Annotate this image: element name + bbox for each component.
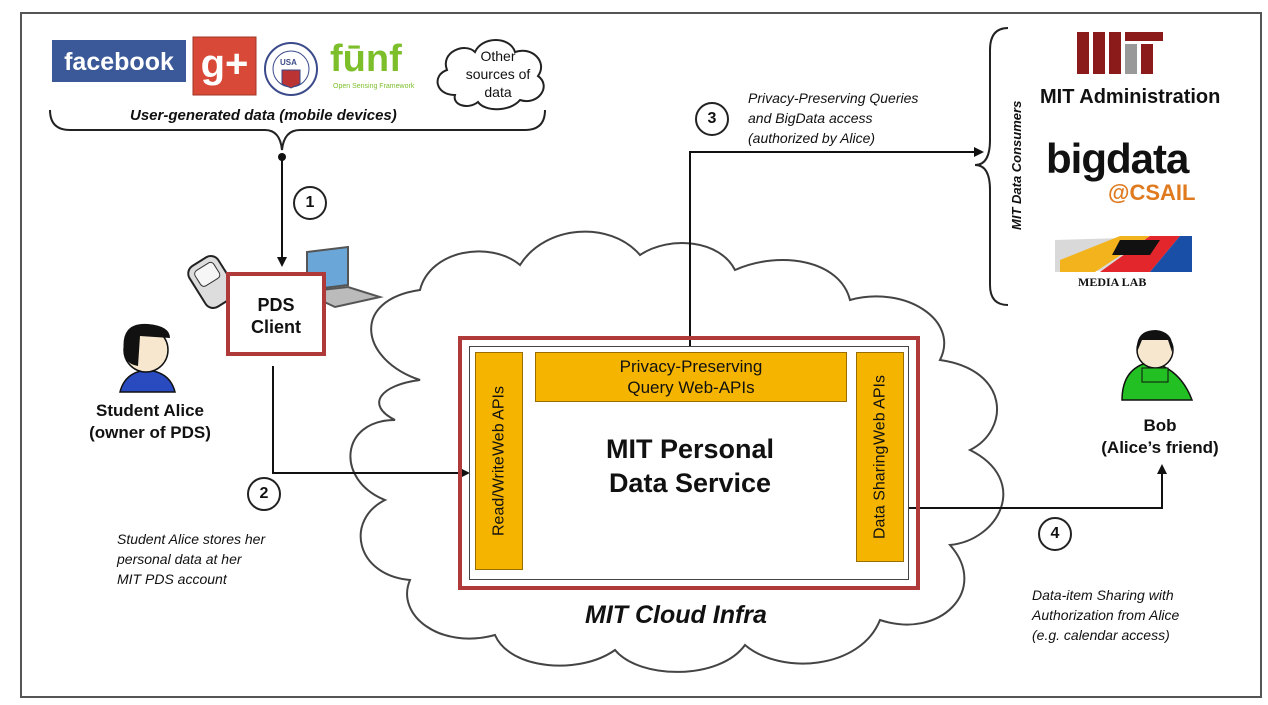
sharing-note-line3: (e.g. calendar access) [1032,627,1170,643]
ssa-logo: USA [280,58,297,67]
mit-logo-graphic [1077,32,1163,74]
funf-subtitle: Open Sensing Framework [333,83,415,90]
share-api-line2: Web APIs [871,375,889,446]
alice-line1: Student Alice [96,401,204,420]
alice-label: Student Alice (owner of PDS) [70,400,230,444]
pds-client-line1: PDS [257,295,295,315]
query-api-line2: Query Web-APIs [627,378,755,397]
query-note: Privacy-Preserving Queries and BigData a… [748,88,918,148]
other-sources-line2: sources of [465,66,531,82]
cloud-label: MIT Cloud Infra [585,601,767,629]
pds-system-box [458,336,920,590]
gplus-logo: g+ [200,42,249,86]
share-api-bar [856,352,904,562]
alice-note-line1: Student Alice stores her [117,531,266,547]
alice-note: Student Alice stores her personal data a… [117,529,265,589]
sharing-note-line2: Authorization from Alice [1032,607,1180,623]
alice-note-line3: MIT PDS account [117,571,227,587]
share-api-label: Data Sharing Web APIs [856,352,904,562]
bob-label: Bob (Alice’s friend) [1075,415,1245,459]
bigdata-logo: bigdata [1046,135,1189,182]
rw-api-label: Read/Write Web APIs [475,352,523,570]
media-lab-label: MEDIA LAB [1078,275,1147,289]
consumers-bracket-label: MIT Data Consumers [1009,100,1024,230]
alice-note-line2: personal data at her [117,551,242,567]
rw-api-line2: Web APIs [490,386,508,457]
query-api-bar [535,352,847,402]
bob-line1: Bob [1143,416,1177,435]
funf-logo: fūnf [330,38,402,80]
service-title-line2: Data Service [608,468,772,498]
pds-client-line2: Client [250,317,301,337]
rw-api-line1: Read/Write [490,456,508,536]
step-4-circle: 4 [1038,517,1072,551]
alice-line2: (owner of PDS) [89,423,211,442]
other-sources-label: Other sources of data [458,47,538,101]
other-sources-line3: data [484,84,512,100]
pds-client-box [226,272,326,356]
query-api-label: Privacy-Preserving Query Web-APIs [535,356,847,398]
mit-admin-label: MIT Administration [1040,86,1221,108]
bob-figure [1121,330,1194,401]
query-note-line3: (authorized by Alice) [748,130,876,146]
alice-figure [119,323,176,393]
sharing-note: Data-item Sharing with Authorization fro… [1032,585,1179,645]
step-2-circle: 2 [247,477,281,511]
step-1-circle: 1 [293,186,327,220]
consumers-bracket [974,27,1009,306]
csail-logo: @CSAIL [1108,180,1196,205]
share-api-line1: Data Sharing [871,445,889,539]
query-note-line2: and BigData access [748,110,873,126]
media-lab-graphic [1055,236,1192,272]
sources-caption: User-generated data (mobile devices) [130,107,397,124]
bob-line2: (Alice’s friend) [1101,438,1219,457]
rw-api-bar [475,352,523,570]
phone-graphic [187,255,237,309]
service-title: MIT Personal Data Service [560,432,820,500]
query-note-line1: Privacy-Preserving Queries [748,90,919,106]
other-sources-line1: Other [480,48,516,64]
facebook-logo: facebook [64,48,174,76]
service-title-line1: MIT Personal [605,434,775,464]
step-3-circle: 3 [695,102,729,136]
pds-client-label: PDS Client [226,294,326,338]
query-api-line1: Privacy-Preserving [619,357,763,376]
sources-bracket [49,109,546,151]
sharing-note-line1: Data-item Sharing with [1032,587,1174,603]
